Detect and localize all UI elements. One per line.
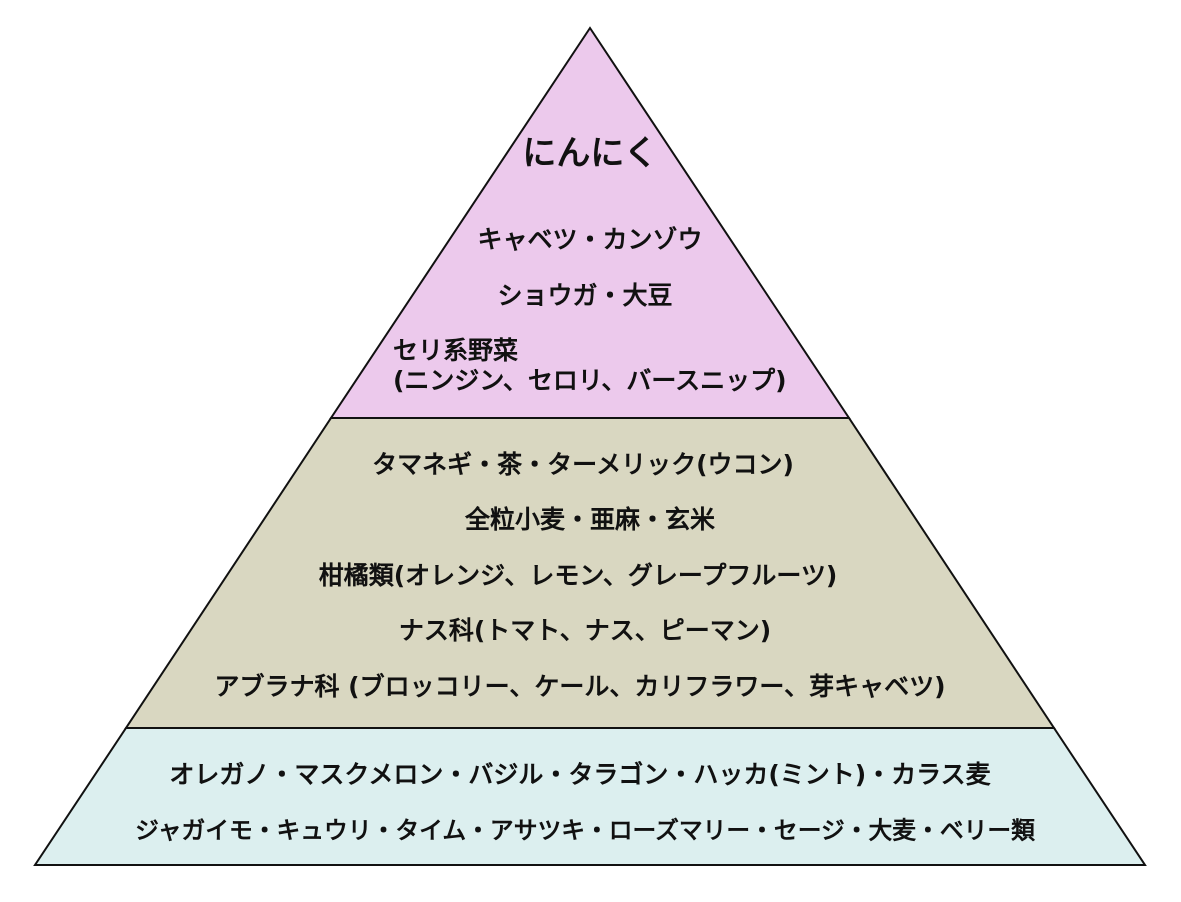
- middle-tier-item: アブラナ科 (ブロッコリー、ケール、カリフラワー、芽キャベツ): [214, 672, 946, 701]
- bottom-tier-item: オレガノ・マスクメロン・バジル・タラゴン・ハッカ(ミント)・カラス麦: [169, 760, 991, 789]
- top-tier-item: ショウガ・大豆: [497, 281, 673, 310]
- top-tier-item: キャベツ・カンゾウ: [477, 225, 703, 254]
- bottom-tier-item: ジャガイモ・キュウリ・タイム・アサツキ・ローズマリー・セージ・大麦・ベリー類: [135, 816, 1035, 845]
- middle-tier-item: 全粒小麦・亜麻・玄米: [464, 505, 716, 534]
- middle-tier-item: 柑橘類(オレンジ、レモン、グレープフルーツ): [318, 561, 838, 590]
- top-tier-item-line: (ニンジン、セロリ、バースニップ): [393, 366, 787, 395]
- top-tier-title: にんにく: [522, 133, 658, 174]
- top-tier-item-line: セリ系野菜: [393, 336, 519, 365]
- middle-tier-item: タマネギ・茶・ターメリック(ウコン): [372, 450, 794, 479]
- middle-tier-item: ナス科(トマト、ナス、ピーマン): [398, 616, 772, 645]
- pyramid-bottom-tier: [33, 727, 1147, 866]
- top-tier-item-multiline: セリ系野菜 (ニンジン、セロリ、バースニップ): [393, 336, 787, 396]
